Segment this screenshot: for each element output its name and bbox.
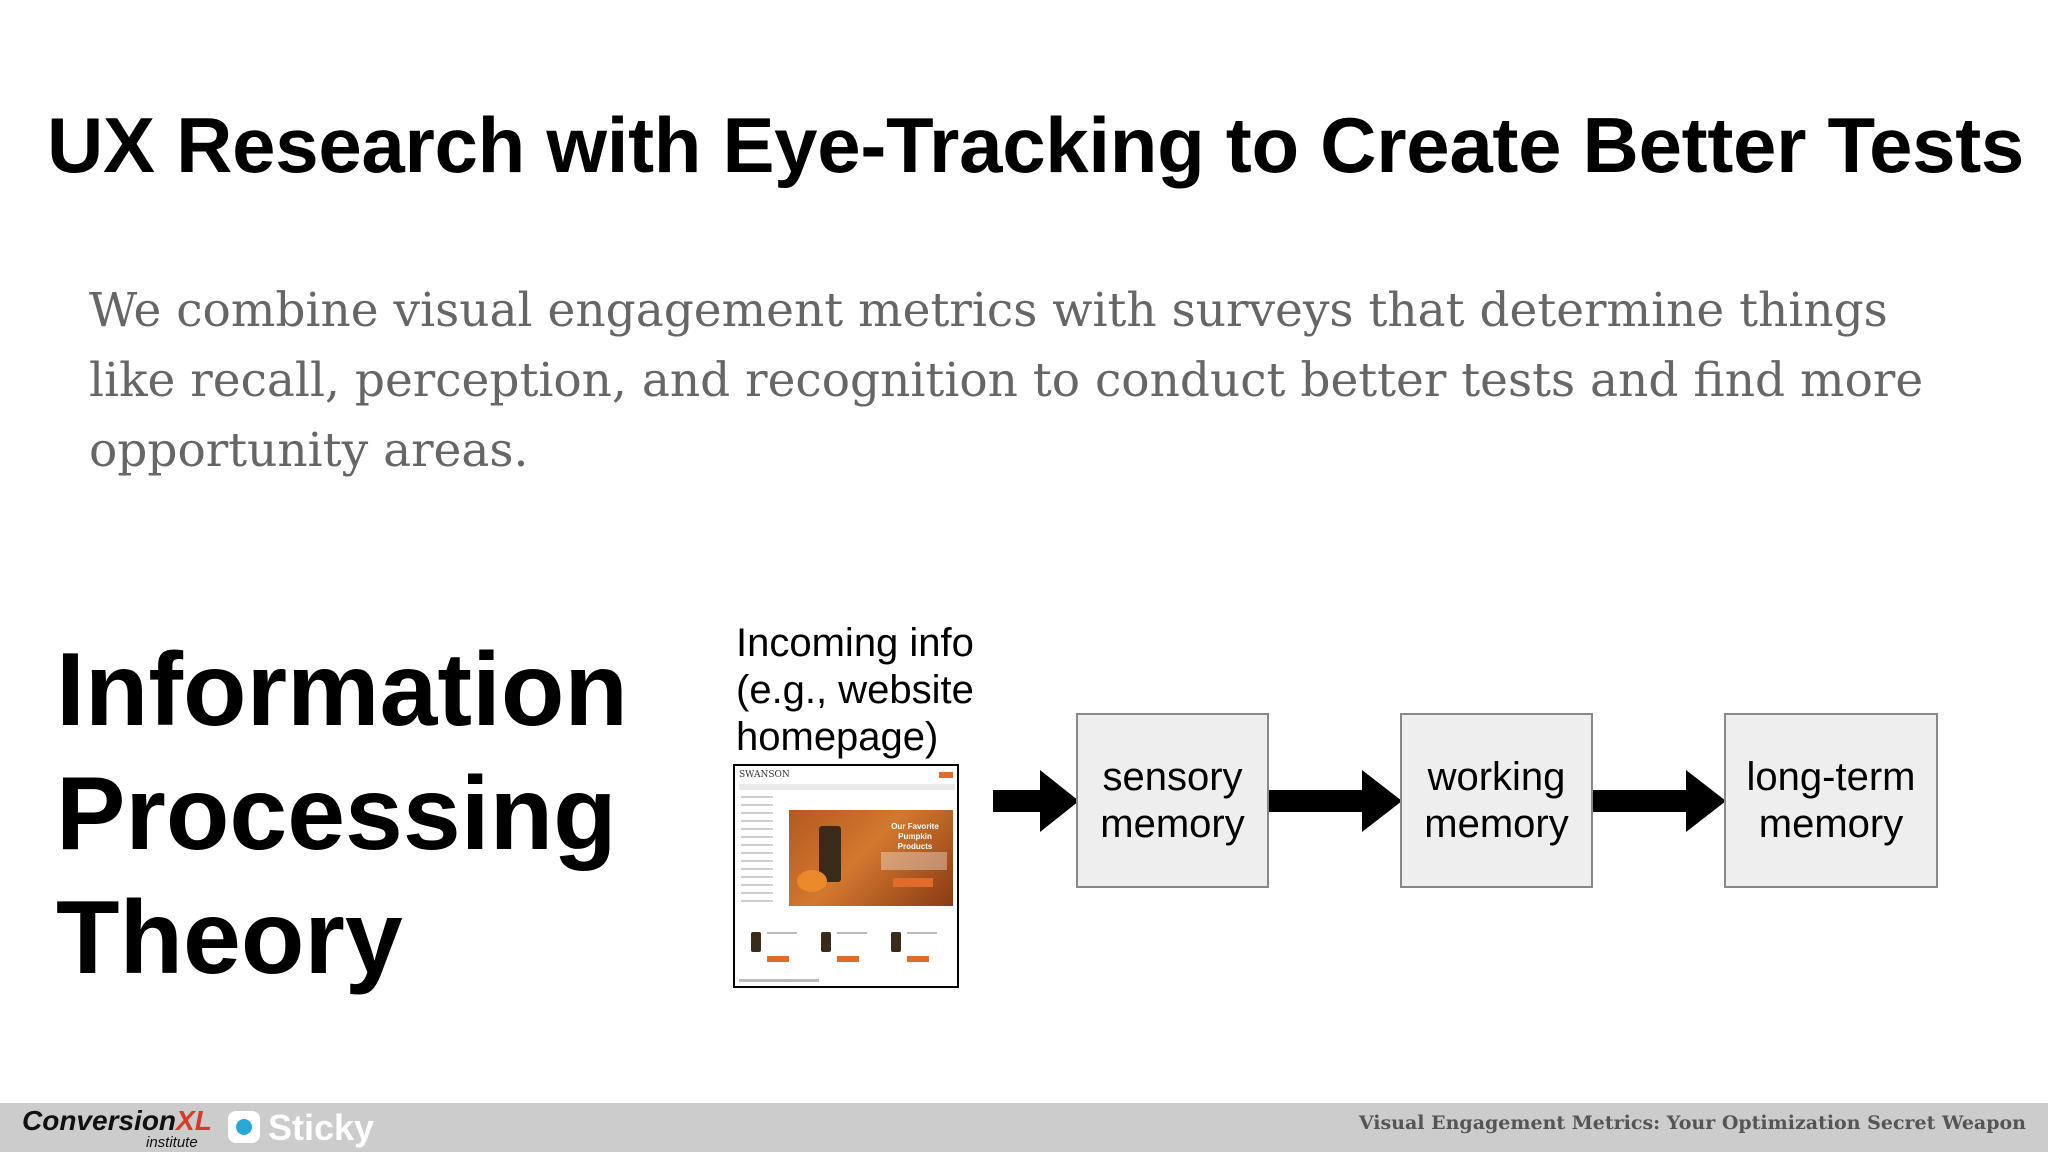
swanson-logo: SWANSON <box>739 770 790 780</box>
cxl-wordmark: ConversionXL <box>22 1105 212 1137</box>
sticky-wordmark: Sticky <box>268 1107 375 1148</box>
caption-line-2: (e.g., website <box>736 668 974 712</box>
thumb-hero-banner: Our Favorite Pumpkin Products <box>789 810 953 906</box>
box-label-line: sensory <box>1102 754 1243 799</box>
theory-heading-line-1: Information <box>56 632 628 748</box>
thumb-hero-subtext <box>881 852 947 870</box>
box-label-line: long-term <box>1746 754 1916 799</box>
caption-line-1: Incoming info <box>736 621 974 665</box>
arrow-right-icon <box>1269 770 1402 832</box>
theory-heading-line-2: Processing <box>56 756 617 872</box>
arrow-right-icon <box>993 770 1079 832</box>
theory-heading: Information Processing Theory <box>56 628 628 1000</box>
thumb-product <box>813 924 873 974</box>
thumb-product <box>883 924 943 974</box>
thumb-product <box>743 924 803 974</box>
thumb-sidebar <box>741 796 783 916</box>
body-paragraph: We combine visual engagement metrics wit… <box>89 283 1924 478</box>
cxl-suffix: XL <box>176 1105 212 1136</box>
footer-bar <box>0 1103 2048 1152</box>
box-label-line: memory <box>1424 801 1569 846</box>
theory-heading-line-3: Theory <box>56 880 403 996</box>
cxl-name: Conversion <box>22 1105 177 1136</box>
working-memory-box: working memory <box>1400 713 1593 888</box>
sensory-memory-box: sensory memory <box>1076 713 1269 888</box>
slide-title: UX Research with Eye-Tracking to Create … <box>47 101 2024 189</box>
box-label-line: memory <box>1758 801 1904 846</box>
thumb-header-button <box>939 772 953 778</box>
thumb-hero-title: Our Favorite Pumpkin Products <box>891 822 939 851</box>
product-bottle-icon <box>819 826 841 882</box>
thumb-nav-bar <box>739 784 955 790</box>
thumb-product-row <box>743 924 953 974</box>
incoming-info-caption: Incoming info (e.g., website homepage) <box>736 620 974 761</box>
sticky-eye-icon <box>228 1111 260 1143</box>
presentation-title: Visual Engagement Metrics: Your Optimiza… <box>1358 1112 2026 1134</box>
website-homepage-thumbnail: SWANSON Our Favorite Pumpkin Products <box>733 764 959 988</box>
caption-line-3: homepage) <box>736 715 939 759</box>
thumb-footer <box>739 979 819 982</box>
long-term-memory-box: long-term memory <box>1724 713 1938 888</box>
thumb-hero-button <box>893 878 933 887</box>
cxl-institute: institute <box>146 1134 198 1151</box>
box-label-line: memory <box>1100 801 1245 846</box>
arrow-right-icon <box>1593 770 1726 832</box>
box-label-line: working <box>1427 754 1566 799</box>
pumpkin-icon <box>797 870 827 892</box>
